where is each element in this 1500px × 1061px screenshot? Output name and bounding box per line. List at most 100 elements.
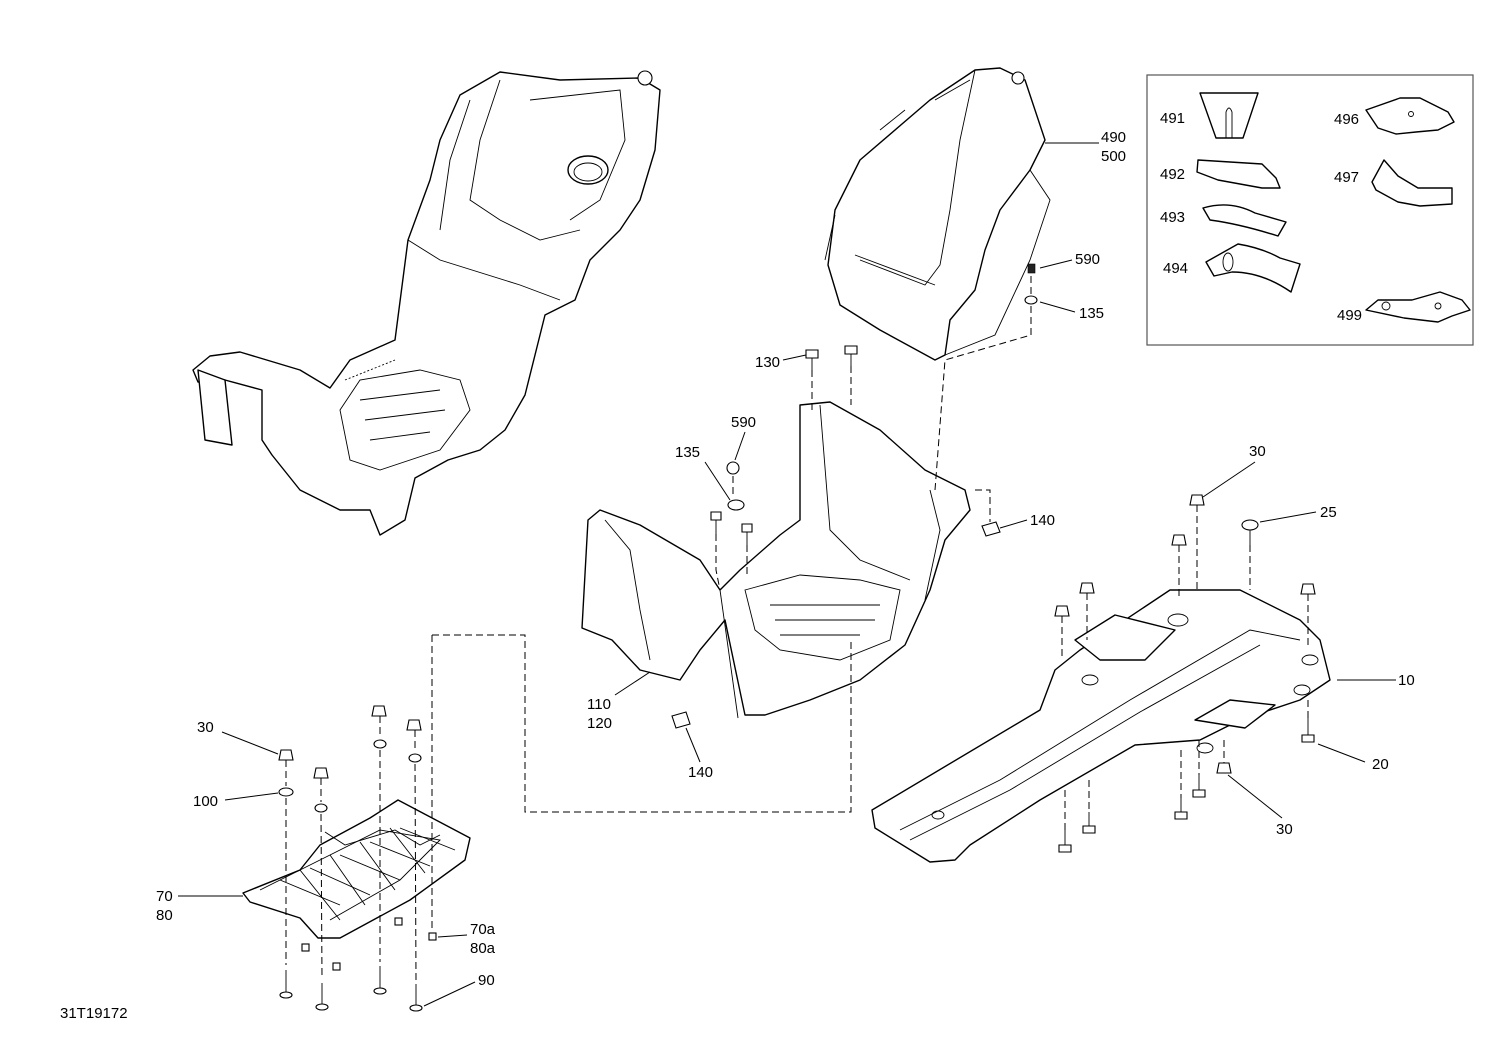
callout-140-bottom: 140 [688,764,713,781]
clip-140-bottom [671,711,691,729]
callout-493: 493 [1160,209,1185,226]
left-panel-window [529,89,626,221]
footwell-floor [744,574,901,661]
right-fender-panel [824,67,1051,361]
fender-front-tab [824,214,836,261]
callout-500: 500 [1101,148,1126,165]
washer-100 [278,787,294,797]
callout-80a: 80a [470,940,496,957]
left-panel-crease [407,239,561,301]
washer-footrest-d [408,753,422,763]
nut-footrest-d [406,719,422,731]
bolt-90-d [409,984,423,1012]
left-panel-grip [344,359,396,381]
left-panel-port [567,155,609,185]
nut-footrest-b [313,767,329,779]
clip-140-right [981,521,1001,537]
bolt-skid-under-c [1174,798,1188,820]
callout-100: 100 [193,793,218,810]
bolt-skid-under-d [1192,775,1206,798]
left-footrest [242,799,471,939]
skid-plate-hole-3 [1293,684,1311,696]
bolt-130-b [844,345,858,366]
callout-135-top: 135 [1079,305,1104,322]
leader-lines [178,142,1396,1007]
bolt-skid-under-b [1082,812,1096,834]
left-panel-ribs [359,389,446,441]
bolt-skid-under-a [1058,830,1072,853]
skid-plate-hole-4 [1081,674,1099,686]
left-panel-mount [637,70,653,86]
screw-590-top [1027,263,1036,274]
fender-outer-flare [944,169,1051,356]
callout-490: 490 [1101,129,1126,146]
left-panel-body [192,71,661,536]
part-493-shape [1202,204,1287,237]
part-494-shape [1205,243,1301,293]
part-499-shape [1365,291,1471,323]
nut-skid-b [1079,582,1095,594]
align-skid-under-2 [1180,740,1225,798]
left-panel-edge [439,99,471,231]
fender-top-edge [879,79,971,131]
callout-80: 80 [156,907,173,924]
callout-25: 25 [1320,504,1337,521]
washer-135-mid [727,499,745,511]
callout-494: 494 [1163,260,1188,277]
callout-labels: 491 492 493 494 496 497 499 490 500 590 … [60,110,1415,1022]
fender-inner-edge [859,69,976,286]
washer-footrest-c [373,739,387,749]
part-499-hole-2 [1434,302,1442,310]
nut-70a-c [394,917,403,926]
part-491-slot [1225,107,1233,138]
nut-skid-c [1054,605,1070,617]
footrest-long-ribs [299,827,426,921]
footrest-cleats [324,829,441,846]
callout-110: 110 [587,696,611,713]
footrest-body [242,799,471,939]
part-492-shape [1196,159,1281,189]
part-494-hole [1222,252,1234,272]
callout-491: 491 [1160,110,1185,127]
callout-590-top: 590 [1075,251,1100,268]
callout-30-left: 30 [197,719,214,736]
callout-135-mid: 135 [675,444,700,461]
footwell-back-wall [819,404,911,581]
center-footwell-panel [581,401,971,719]
footwell-body [581,401,971,716]
washer-135-top [1024,295,1038,305]
skid-plate-hole-6 [931,810,945,820]
part-491-shape [1199,92,1259,139]
nut-skid-d [1300,583,1316,595]
callout-120: 120 [587,715,612,732]
fender-body [827,67,1046,361]
bolt-center-b [741,523,753,545]
washer-footrest-b [314,803,328,813]
align-skid-under [1064,780,1090,830]
fender-mount [1011,71,1025,85]
callout-492: 492 [1160,166,1185,183]
skid-plate-center-rib-2 [909,644,1261,841]
left-panel-inner [469,79,581,241]
callout-30-top: 30 [1249,443,1266,460]
part-499-hole [1381,301,1391,311]
callout-70: 70 [156,888,173,905]
nut-footrest-c [371,705,387,717]
left-panel-port-inner [573,162,603,182]
reference-code: 31T19172 [60,1005,128,1022]
inset-parts-box [1146,74,1474,346]
footwell-ribs [770,604,880,636]
alignment-lines [285,276,1309,981]
callout-497: 497 [1334,169,1359,186]
bolt-90-b [315,983,329,1011]
nut-skid-a [1171,534,1187,546]
nut-70a-d [428,932,437,941]
align-fender-to-footwell [934,306,1032,491]
callout-496: 496 [1334,111,1359,128]
nut-30-left [278,749,294,761]
skid-plate-hole [1167,613,1189,627]
inset-frame [1146,74,1474,346]
align-140-right [975,489,991,522]
